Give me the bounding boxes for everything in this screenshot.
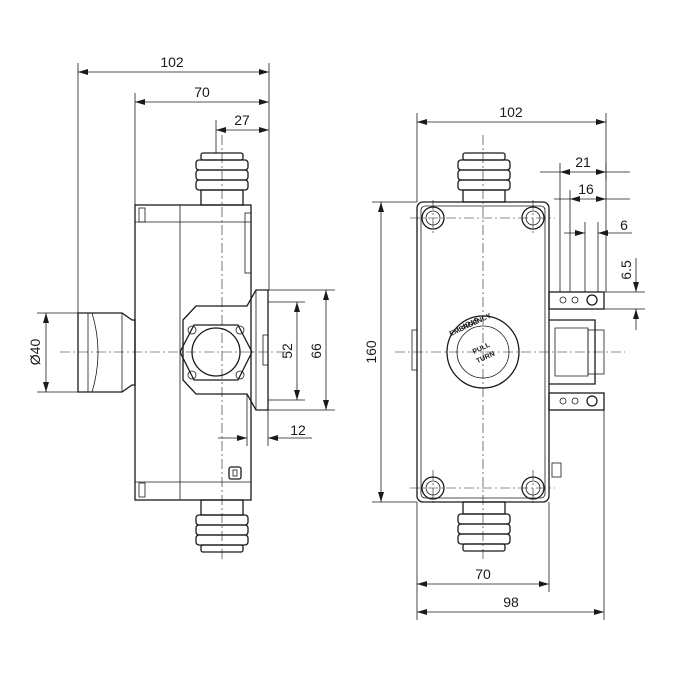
dim-text-102: 102 — [160, 54, 184, 70]
side-actuator — [179, 289, 269, 411]
dim-front-bracket-16: 16 — [554, 181, 630, 292]
dim-text-front-70: 70 — [475, 566, 491, 582]
dim-text-12: 12 — [290, 422, 306, 438]
front-top-gland — [457, 152, 511, 203]
side-screw-symbol — [228, 466, 242, 480]
dim-text-d40: Ø40 — [27, 339, 43, 366]
side-mushroom-button — [77, 312, 136, 393]
dim-text-98: 98 — [503, 594, 519, 610]
dim-text-70: 70 — [194, 84, 210, 100]
dim-text-52: 52 — [279, 343, 295, 359]
dim-text-6-5: 6.5 — [618, 260, 634, 280]
side-housing — [134, 204, 252, 501]
dim-text-6: 6 — [620, 217, 628, 233]
dim-text-16: 16 — [578, 181, 594, 197]
dim-text-27: 27 — [234, 112, 250, 128]
front-bottom-gland — [457, 501, 511, 552]
dim-side-actuator-outer: 66 — [268, 289, 335, 411]
dim-text-front-102: 102 — [499, 104, 523, 120]
front-side-bracket — [548, 291, 605, 478]
dim-text-66: 66 — [308, 343, 324, 359]
dim-front-overall-width: 102 — [416, 104, 607, 292]
front-view: EMERGENCY STOP PULL TURN — [363, 104, 645, 620]
side-centerlines — [60, 135, 290, 560]
side-view: 102 70 27 Ø40 — [27, 54, 335, 560]
dim-side-overall-width: 102 — [77, 54, 270, 313]
dim-side-housing-width: 70 — [134, 84, 269, 205]
dim-side-actuator-depth: 12 — [218, 394, 312, 446]
dim-text-160: 160 — [363, 340, 379, 364]
front-centerlines — [395, 135, 625, 560]
dim-front-base-width: 98 — [417, 410, 605, 620]
dim-front-bracket-21: 21 — [540, 154, 630, 292]
dim-front-bracket-6: 6 — [564, 217, 632, 292]
dim-side-gland-offset: 27 — [215, 112, 269, 153]
dim-front-height: 160 — [363, 201, 417, 503]
dim-side-actuator-inner: 52 — [268, 301, 305, 401]
dim-side-button-diameter: Ø40 — [27, 312, 78, 393]
dim-front-bracket-6-5: 6.5 — [604, 258, 645, 330]
dim-front-housing-width: 70 — [416, 502, 550, 620]
dim-text-21: 21 — [575, 154, 591, 170]
